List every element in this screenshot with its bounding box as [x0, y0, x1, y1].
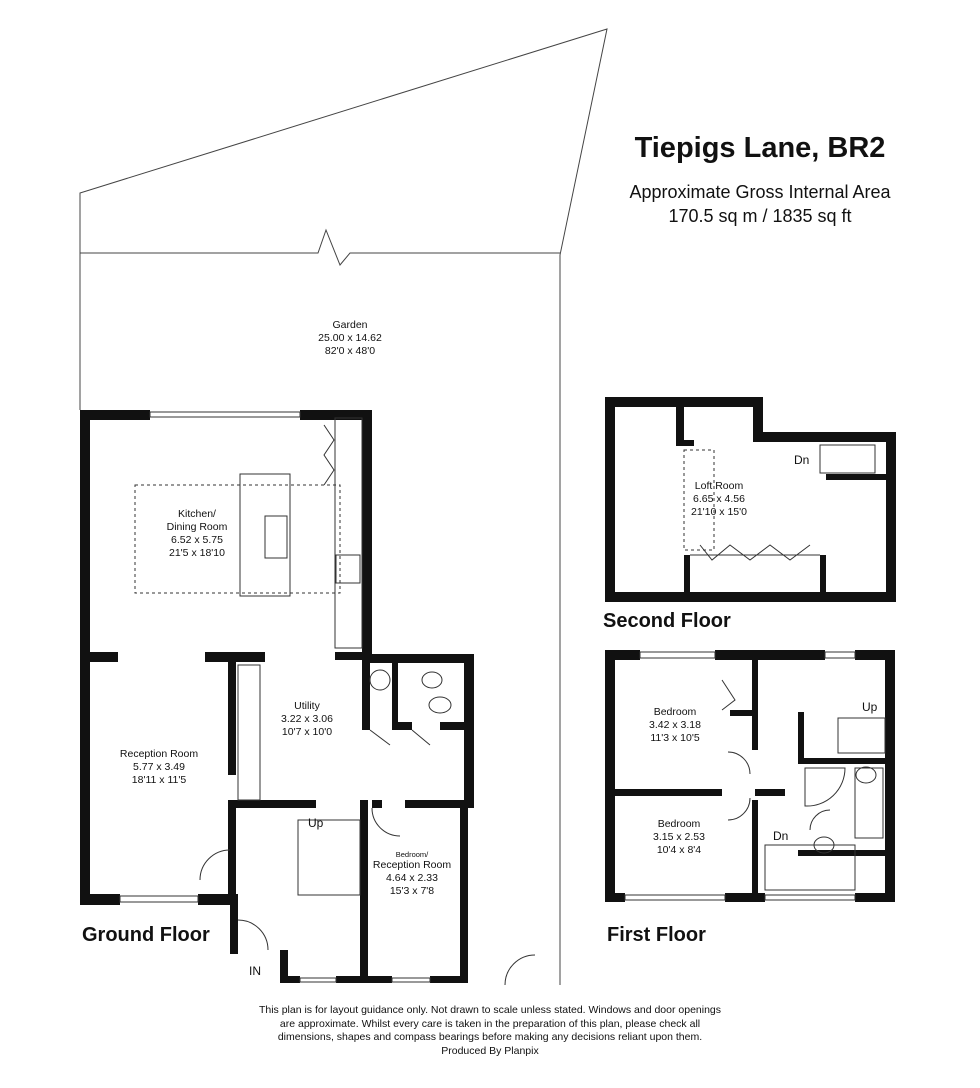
ground-floor-label: Ground Floor	[82, 924, 210, 946]
stairs-up-first: Up	[862, 700, 878, 714]
room-name: Reception Room	[119, 748, 199, 760]
disclaimer-line-2: are approximate. Whilst every care is ta…	[279, 1017, 701, 1030]
garden-outline	[79, 28, 608, 985]
room-name: Reception Room	[372, 859, 452, 871]
room-name: Bedroom	[657, 818, 701, 830]
disclaimer-line-4: Produced By Planpix	[441, 1044, 539, 1057]
property-title: Tiepigs Lane, BR2	[634, 132, 886, 164]
room-loft: Loft Room 6.65 x 4.56 21'10 x 15'0	[659, 480, 779, 519]
room-metric: 25.00 x 14.62	[318, 332, 382, 344]
second-floor-thin-lines	[683, 444, 876, 561]
first-floor-thin-lines	[624, 651, 886, 901]
room-imperial: 18'11 x 11'5	[131, 774, 187, 786]
stairs-up-ground: Up	[308, 816, 324, 830]
room-name: Bedroom	[653, 706, 697, 718]
second-floor-walls	[605, 397, 896, 602]
room-bedroom-reception: Bedroom/ Reception Room 4.64 x 2.33 15'3…	[352, 850, 472, 898]
first-floor-label: First Floor	[607, 924, 706, 946]
room-reception: Reception Room 5.77 x 3.49 18'11 x 11'5	[99, 748, 219, 787]
room-utility: Utility 3.22 x 3.06 10'7 x 10'0	[247, 700, 367, 739]
room-garden: Garden 25.00 x 14.62 82'0 x 48'0	[290, 319, 410, 358]
room-metric: 3.22 x 3.06	[281, 713, 333, 725]
room-name: Kitchen/	[178, 508, 216, 520]
disclaimer-line-3: dimensions, shapes and compass bearings …	[277, 1031, 703, 1043]
room-imperial: 82'0 x 48'0	[324, 345, 376, 357]
ground-floor-thin-lines	[119, 411, 536, 986]
area-value: 170.5 sq m / 1835 sq ft	[668, 206, 852, 226]
room-imperial: 10'4 x 8'4	[656, 844, 702, 856]
room-imperial: 11'3 x 10'5	[650, 732, 700, 744]
room-bedroom-1: Bedroom 3.42 x 3.18 11'3 x 10'5	[615, 706, 735, 745]
room-imperial: 21'10 x 15'0	[691, 506, 747, 518]
room-imperial: 21'5 x 18'10	[169, 547, 225, 559]
second-floor-label: Second Floor	[603, 610, 731, 632]
room-metric: 3.15 x 2.53	[653, 831, 705, 843]
stairs-down-first: Dn	[773, 829, 789, 843]
room-name: Garden	[332, 319, 368, 331]
room-metric: 4.64 x 2.33	[386, 872, 438, 884]
ground-floor-walls	[80, 410, 474, 983]
entrance-in-label: IN	[249, 964, 261, 978]
room-metric: 6.52 x 5.75	[171, 534, 223, 546]
room-name: Loft Room	[694, 480, 744, 492]
room-kitchen: Kitchen/ Dining Room 6.52 x 5.75 21'5 x …	[137, 508, 257, 560]
disclaimer: This plan is for layout guidance only. N…	[180, 1004, 800, 1058]
stairs-down-second: Dn	[794, 453, 810, 467]
room-imperial: 10'7 x 10'0	[281, 726, 333, 738]
disclaimer-line-1: This plan is for layout guidance only. N…	[258, 1004, 722, 1016]
first-floor-walls	[605, 650, 895, 902]
room-small-name: Bedroom/	[395, 850, 429, 859]
room-name: Utility	[294, 700, 320, 712]
room-bedroom-2: Bedroom 3.15 x 2.53 10'4 x 8'4	[619, 818, 739, 857]
room-metric: 6.65 x 4.56	[693, 493, 745, 505]
room-metric: 5.77 x 3.49	[133, 761, 185, 773]
room-metric: 3.42 x 3.18	[649, 719, 701, 731]
room-imperial: 15'3 x 7'8	[389, 885, 435, 897]
area-label: Approximate Gross Internal Area	[629, 182, 891, 202]
room-name-2: Dining Room	[166, 521, 228, 533]
